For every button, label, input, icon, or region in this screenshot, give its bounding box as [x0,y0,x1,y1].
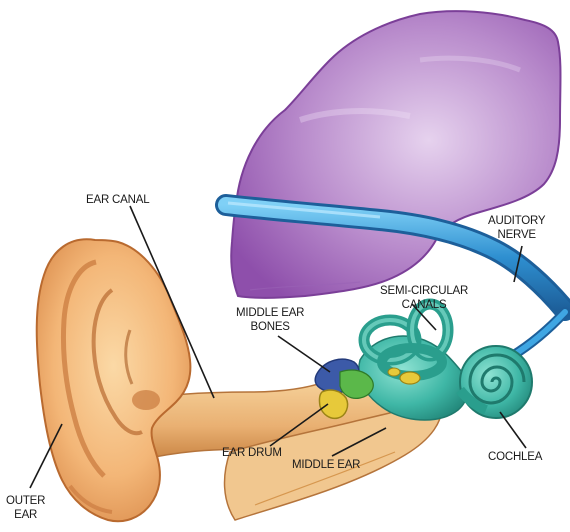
leader-middle-ear-bones [278,336,330,372]
label-semicircular-canals-line1: SEMI-CIRCULAR [380,284,468,298]
label-ear-canal: EAR CANAL [86,193,149,207]
label-auditory-nerve-line2: NERVE [488,228,545,242]
label-middle-ear-bones-line1: MIDDLE EAR [236,306,304,320]
label-middle-ear: MIDDLE EAR [292,458,360,472]
label-middle-ear-bones-line2: BONES [236,320,304,334]
label-semicircular-canals-line2: CANALS [380,298,468,312]
label-ear-drum: EAR DRUM [222,446,282,460]
label-auditory-nerve: AUDITORY NERVE [488,214,545,242]
label-outer-ear-line1: OUTER [6,494,45,508]
label-semicircular-canals: SEMI-CIRCULAR CANALS [380,284,468,312]
label-middle-ear-text: MIDDLE EAR [292,458,360,472]
label-cochlea: COCHLEA [488,450,542,464]
leader-cochlea [500,412,526,448]
outer-ear [37,239,191,521]
inner-ear [359,304,532,420]
label-middle-ear-bones: MIDDLE EAR BONES [236,306,304,334]
label-auditory-nerve-line1: AUDITORY [488,214,545,228]
label-outer-ear: OUTER EAR [6,494,45,522]
label-cochlea-text: COCHLEA [488,450,542,464]
label-ear-drum-text: EAR DRUM [222,446,282,460]
label-outer-ear-line2: EAR [6,508,45,522]
label-ear-canal-text: EAR CANAL [86,193,149,207]
